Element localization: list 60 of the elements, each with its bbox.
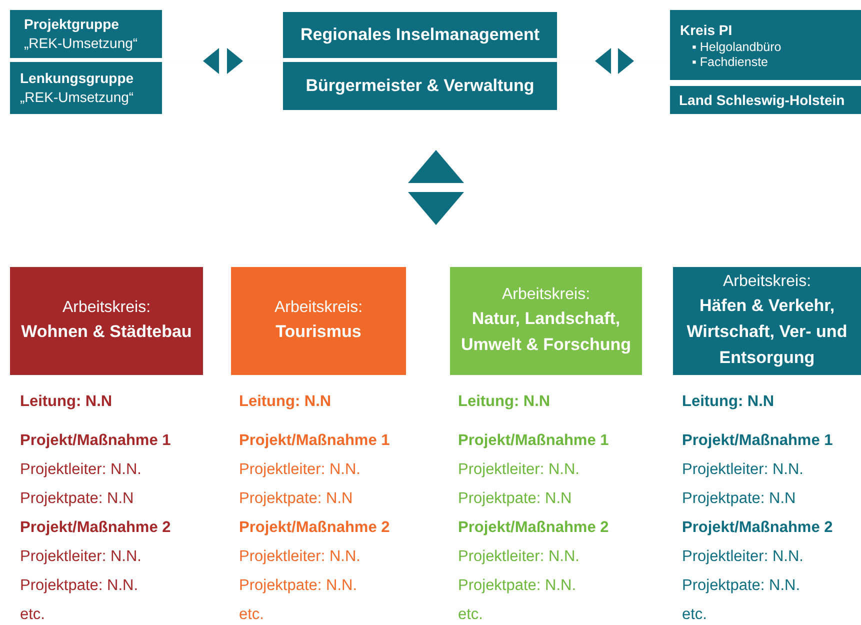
box-heading: Arbeitskreis: xyxy=(500,285,592,305)
list-text: Projektleiter: N.N. xyxy=(20,547,142,567)
list-heading: Leitung: N.N xyxy=(20,392,112,412)
list-text: etc. xyxy=(682,605,707,625)
box-heading: Arbeitskreis: xyxy=(273,298,364,318)
list-text: Projektpate: N.N. xyxy=(20,576,138,596)
list-item: ▪ Helgolandbüro xyxy=(692,40,782,55)
list-text: Projektpate: N.N. xyxy=(239,576,358,596)
box-title: Wohnen & Städtebau xyxy=(20,321,193,343)
org-box xyxy=(670,10,861,80)
box-heading: Arbeitskreis: xyxy=(61,298,152,318)
list-heading: Leitung: N.N xyxy=(239,392,332,412)
list-heading: Projekt/Maßnahme 1 xyxy=(20,431,171,451)
org-box xyxy=(450,267,642,375)
list-text: Projektleiter: N.N. xyxy=(682,547,804,567)
org-box xyxy=(283,12,557,58)
list-text: etc. xyxy=(239,605,264,625)
list-heading: Leitung: N.N xyxy=(458,392,550,412)
list-text: Projektleiter: N.N. xyxy=(239,460,360,480)
list-text: Projektleiter: N.N. xyxy=(682,460,804,480)
box-heading: Land Schleswig-Holstein xyxy=(679,92,846,108)
box-text: „REK-Umsetzung“ xyxy=(24,34,139,53)
list-text: Projektpate: N.N. xyxy=(458,576,576,596)
box-heading: Bürgermeister & Verwaltung xyxy=(304,76,536,96)
box-title: Natur, Landschaft, Umwelt & Forschung xyxy=(460,308,632,356)
box-heading: Projektgruppe xyxy=(24,15,120,34)
list-text: Projektleiter: N.N. xyxy=(458,460,580,480)
org-box xyxy=(673,267,861,375)
list-heading: Projekt/Maßnahme 2 xyxy=(20,518,171,538)
list-item: ▪ Fachdienste xyxy=(692,55,770,70)
org-box xyxy=(10,62,162,114)
list-text: etc. xyxy=(458,605,483,625)
org-box xyxy=(10,267,203,375)
list-heading: Projekt/Maßnahme 2 xyxy=(239,518,390,538)
list-heading: Projekt/Maßnahme 1 xyxy=(458,431,609,451)
box-heading: Kreis PI xyxy=(680,21,734,40)
list-text: Projektleiter: N.N. xyxy=(239,547,360,567)
box-heading: Lenkungsgruppe xyxy=(20,69,135,88)
list-text: Projektpate: N.N xyxy=(682,489,796,509)
org-box xyxy=(10,10,162,58)
list-text: Projektpate: N.N xyxy=(239,489,353,509)
list-heading: Projekt/Maßnahme 2 xyxy=(682,518,833,538)
list-heading: Projekt/Maßnahme 2 xyxy=(458,518,609,538)
list-heading: Projekt/Maßnahme 1 xyxy=(239,431,390,451)
org-box xyxy=(670,86,861,114)
list-heading: Leitung: N.N xyxy=(682,392,774,412)
box-heading: Arbeitskreis: xyxy=(722,272,812,292)
list-text: Projektpate: N.N xyxy=(458,489,572,509)
list-text: Projektpate: N.N. xyxy=(682,576,800,596)
box-title: Tourismus xyxy=(274,321,362,343)
org-box xyxy=(231,267,406,375)
org-box xyxy=(283,62,557,110)
box-text: „REK-Umsetzung“ xyxy=(20,88,135,107)
box-heading: Regionales Inselmanagement xyxy=(299,25,541,45)
list-text: Projektleiter: N.N. xyxy=(458,547,580,567)
list-text: Projektleiter: N.N. xyxy=(20,460,142,480)
list-text: Projektpate: N.N xyxy=(20,489,134,509)
list-text: etc. xyxy=(20,605,45,625)
list-heading: Projekt/Maßnahme 1 xyxy=(682,431,833,451)
box-title: Häfen & Verkehr, Wirtschaft, Ver- und Entsorgung xyxy=(686,295,848,369)
